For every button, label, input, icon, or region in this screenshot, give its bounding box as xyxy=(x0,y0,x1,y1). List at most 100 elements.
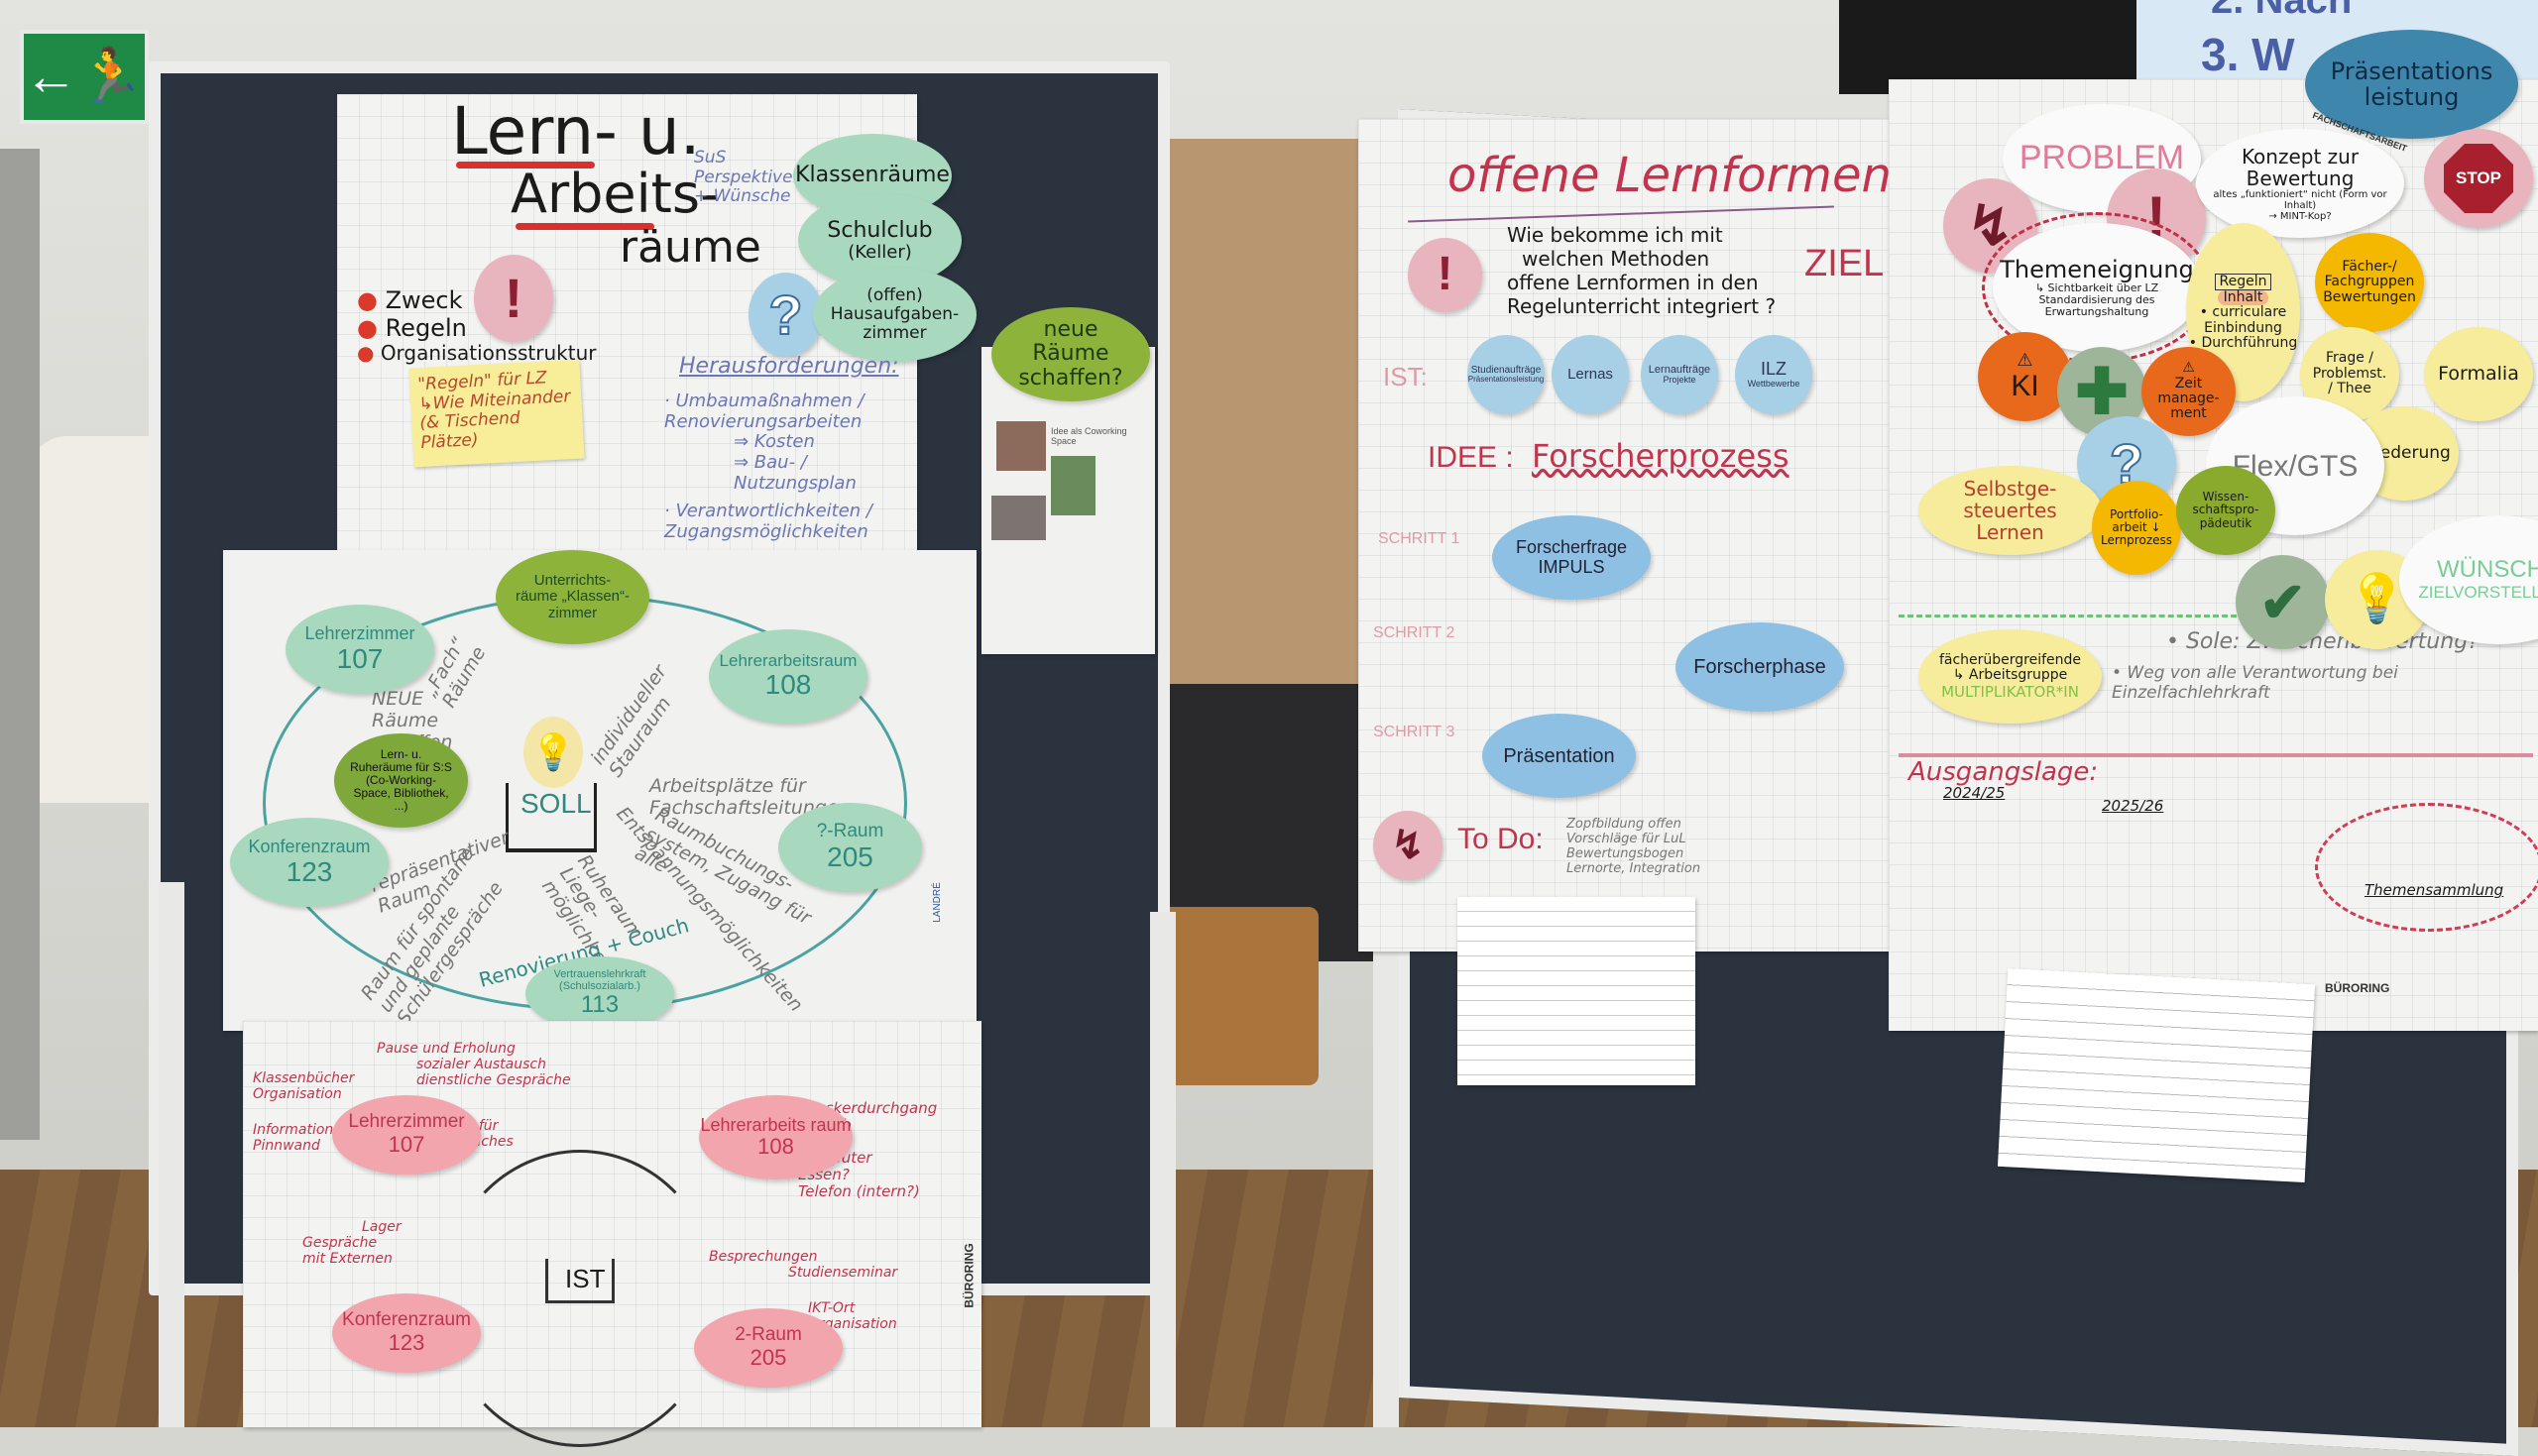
sticker-wissenschaftspropaedeutik: Wissen-schaftspro-pädeutik xyxy=(2176,466,2275,555)
sticker-text: zimmer xyxy=(863,322,927,343)
title-underline xyxy=(1408,205,1834,223)
todo-item: Zopfbildung offen xyxy=(1566,817,1681,832)
exclamation-sticker: ! xyxy=(474,255,553,342)
ist-item-sub: Wettbewerbe xyxy=(1747,378,1800,389)
lightbulb-icon: 💡 xyxy=(2347,572,2407,625)
todo-item: Lernorte, Integration xyxy=(1566,860,1701,876)
rules-line: Regeln xyxy=(2214,273,2272,290)
ist-item-main: Lernaufträge xyxy=(1648,364,1711,376)
question-line: offene Lernformen in den xyxy=(1507,271,1759,294)
sticker-text: (offen) Hausaufgaben- xyxy=(830,285,960,325)
note: Studienseminar xyxy=(788,1265,898,1282)
self-line: Selbstge- xyxy=(1963,477,2057,501)
rules-line: Inhalt xyxy=(2217,289,2269,306)
note: sozialer Austausch xyxy=(416,1057,546,1073)
plus-icon: ✚ xyxy=(2075,355,2129,427)
step-label: SCHRITT 1 xyxy=(1378,530,1460,547)
ist-item: Lernas xyxy=(1552,335,1629,414)
note: Klassenbücher xyxy=(253,1070,355,1086)
sticker-unterrichtsraeume: Unterrichts-räume „Klassen“-zimmer xyxy=(496,550,649,644)
challenge-item: ⇒ Bau- / Nutzungsplan xyxy=(734,452,857,494)
room-number: 108 xyxy=(757,1134,794,1160)
sheet-title: Idee als Coworking Space xyxy=(1051,426,1127,446)
room-number: 123 xyxy=(388,1330,425,1356)
printed-table-sheet xyxy=(1997,968,2316,1182)
room-name: ?-Raum xyxy=(816,821,884,842)
poster-ist: IST Klassenbücher Organisation Informati… xyxy=(243,1021,981,1447)
soll-box xyxy=(506,783,597,852)
step-sticker: Präsentation xyxy=(1482,714,1636,798)
ki-text: KI xyxy=(2011,370,2039,403)
room-name: Lehrerarbeitsraum xyxy=(719,650,858,670)
question-sticker: ? xyxy=(749,273,823,357)
room-name: Lehrerzimmer xyxy=(348,1111,465,1133)
step-label: SCHRITT 2 xyxy=(1373,624,1455,641)
note: Gespräche mit Externen xyxy=(302,1235,393,1268)
ist-notes-left: Klassenbücher Organisation Information P… xyxy=(253,1070,355,1155)
concept-line: Bewertung xyxy=(2246,166,2355,190)
multi-line: ↳ Arbeitsgruppe xyxy=(1952,667,2068,684)
step-label: SCHRITT 3 xyxy=(1373,724,1455,740)
idea-title: Forscherprozess xyxy=(1532,437,1789,475)
note: Besprechungen xyxy=(709,1249,818,1265)
poster-title-line2: Arbeits- xyxy=(511,163,720,225)
wishes-dash xyxy=(1899,615,2533,617)
room-name: Lehrerarbeits raum xyxy=(700,1114,852,1135)
exclamation-icon: ! xyxy=(504,267,523,330)
todo-item: Bewertungsbogen xyxy=(1566,845,1684,861)
warning-icon: ⚠ xyxy=(2017,349,2033,370)
brand-label: LANDRÉ xyxy=(931,882,943,923)
left-board-leg xyxy=(159,882,184,1427)
sticker-ki: ⚠KI xyxy=(1978,332,2072,421)
themen-line: Standardisierung des Erwartungshaltung xyxy=(2038,293,2155,319)
printed-table-sheet xyxy=(1457,897,1695,1085)
poster-lern-arbeitsraeume: Lern- u. Arbeits- räume SuS Perspektive … xyxy=(337,94,977,575)
baseline-label: Ausgangslage: xyxy=(1908,757,2099,787)
stop-sticker: STOP xyxy=(2424,129,2533,228)
note: Information Pinnwand xyxy=(253,1122,334,1155)
soll-label: SOLL xyxy=(520,788,592,819)
concept-line: → MINT-Kop? xyxy=(2268,210,2332,222)
rules-line: • Durchführung xyxy=(2188,335,2298,352)
sticker-konzept-bewertung: Konzept zur Bewertung altes „funktionier… xyxy=(2196,129,2404,238)
door-wood-panel xyxy=(1170,139,1378,694)
room-number: 123 xyxy=(286,855,333,887)
wishes-line: ZIELVORSTELLUNG xyxy=(2418,582,2538,602)
sticker-formalia: Formalia xyxy=(2424,327,2533,421)
floorplan-image xyxy=(1051,456,1096,515)
stop-sign-icon: STOP xyxy=(2444,144,2513,213)
sticker-selbstgesteuertes-lernen: Selbstge- steuertes Lernen xyxy=(1918,466,2102,555)
challenges-list: · Umbaumaßnahmen / Renovierungsarbeiten … xyxy=(664,391,912,543)
todo-item: Vorschläge für LuL xyxy=(1566,831,1686,846)
poster-title: offene Lernformen xyxy=(1447,148,1892,203)
question-text: Wie bekomme ich mit welchen Methoden off… xyxy=(1507,223,1776,318)
projector-text: 3. W xyxy=(2201,29,2295,80)
side-pillar xyxy=(0,149,40,1140)
bullet-item: ● Zweck xyxy=(357,286,463,314)
theme-collection: Themensammlung xyxy=(2365,881,2504,899)
sticker-hausaufgabenzimmer: (offen) Hausaufgaben- zimmer xyxy=(813,268,977,362)
bewertung-note: • Weg von alle Verantwortung bei Einzelf… xyxy=(2112,663,2398,703)
concept-line: altes „funktioniert“ nicht (Form vor Inh… xyxy=(2213,188,2387,211)
stop-text: STOP xyxy=(2456,168,2501,187)
room-name: Unterrichts-räume „Klassen“-zimmer xyxy=(515,571,631,621)
warning-icon: ⚠ xyxy=(2182,360,2195,377)
ist-item-sub: Präsentationsleistung xyxy=(1467,375,1545,385)
challenge-item: ⇒ Kosten xyxy=(734,431,815,453)
challenge-item: · Verantwortlichkeiten / Zugangsmöglichk… xyxy=(664,501,872,543)
projector-text-top: 2. Nach xyxy=(2211,0,2353,22)
left-board-leg-right xyxy=(1150,912,1176,1427)
ist-arc xyxy=(441,1150,719,1447)
sticker-text: Schulclub xyxy=(827,217,933,243)
title-underline-2 xyxy=(516,223,654,230)
ist-notes-bottom: Lager Gespräche mit Externen xyxy=(263,1219,402,1267)
sticker-praesentationsleistung: Präsentations leistung xyxy=(2305,30,2518,139)
dashed-ellipse xyxy=(2315,803,2538,932)
room-name: Konferenzraum xyxy=(248,836,371,856)
